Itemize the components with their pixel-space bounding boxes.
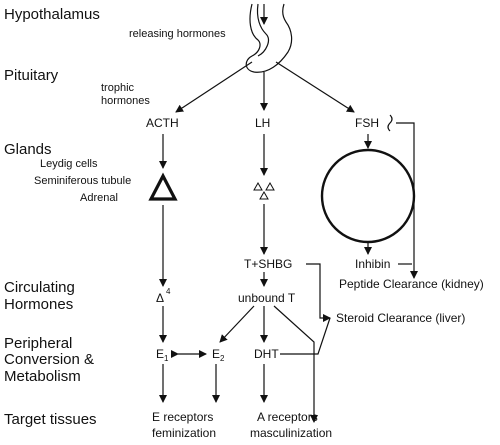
e1-subscript: 1 [164, 354, 169, 363]
fsh-brace-icon [387, 114, 393, 132]
arrow-pituitary-acth [175, 61, 253, 113]
leydig-cells-icon [253, 181, 275, 200]
delta4-label: Δ [156, 291, 164, 305]
e2-label: E [212, 347, 220, 361]
masculinization-label: masculinization [250, 426, 332, 440]
adrenal-triangle-icon [148, 172, 178, 201]
trophic-hormones-label-line2: hormones [101, 95, 150, 107]
level-circulating-line1: Circulating [4, 279, 75, 296]
level-peripheral-line2: Conversion & [4, 351, 94, 368]
line-dht-steroid-clearance [280, 317, 331, 355]
level-target-tissues: Target tissues [4, 411, 97, 428]
level-hypothalamus: Hypothalamus [4, 6, 100, 23]
t-shbg-label: T+SHBG [244, 257, 292, 271]
leydig-cells-label: Leydig cells [40, 158, 98, 170]
seminiferous-tubule-label: Seminiferous tubule [34, 175, 131, 187]
level-peripheral-line1: Peripheral [4, 335, 72, 352]
releasing-hormones-label: releasing hormones [129, 28, 226, 40]
peptide-clearance-label: Peptide Clearance (kidney) [339, 277, 484, 291]
steroid-clearance-label: Steroid Clearance (liver) [336, 311, 465, 325]
fsh-label: FSH [355, 116, 379, 130]
inhibin-label: Inhibin [355, 257, 390, 271]
e-receptors-label: E receptors [152, 410, 213, 424]
e2-subscript: 2 [220, 354, 225, 363]
arrow-tshbg-steroid-clearance [306, 263, 331, 322]
unbound-t-label: unbound T [238, 291, 296, 305]
level-pituitary: Pituitary [4, 67, 59, 84]
delta4-superscript: 4 [166, 287, 171, 296]
acth-label: ACTH [146, 116, 179, 130]
pituitary-gland-icon [245, 3, 293, 73]
dht-label: DHT [254, 347, 279, 361]
arrow-fsh-peptide-clearance [396, 122, 418, 279]
a-receptors-label: A receptors [257, 410, 318, 424]
level-peripheral-line3: Metabolism [4, 368, 81, 385]
arrow-pituitary-fsh [275, 61, 355, 113]
trophic-hormones-label-line1: trophic [101, 82, 135, 94]
seminiferous-tubule-circle-icon [320, 148, 416, 244]
lh-label: LH [255, 116, 270, 130]
arrow-unbound-t-a-receptors [273, 305, 318, 423]
adrenal-label: Adrenal [80, 192, 118, 204]
level-circulating-line2: Hormones [4, 296, 73, 313]
arrow-unbound-t-e2 [219, 305, 255, 343]
feminization-label: feminization [152, 426, 216, 440]
e1-label: E [156, 347, 164, 361]
level-glands: Glands [4, 141, 52, 158]
